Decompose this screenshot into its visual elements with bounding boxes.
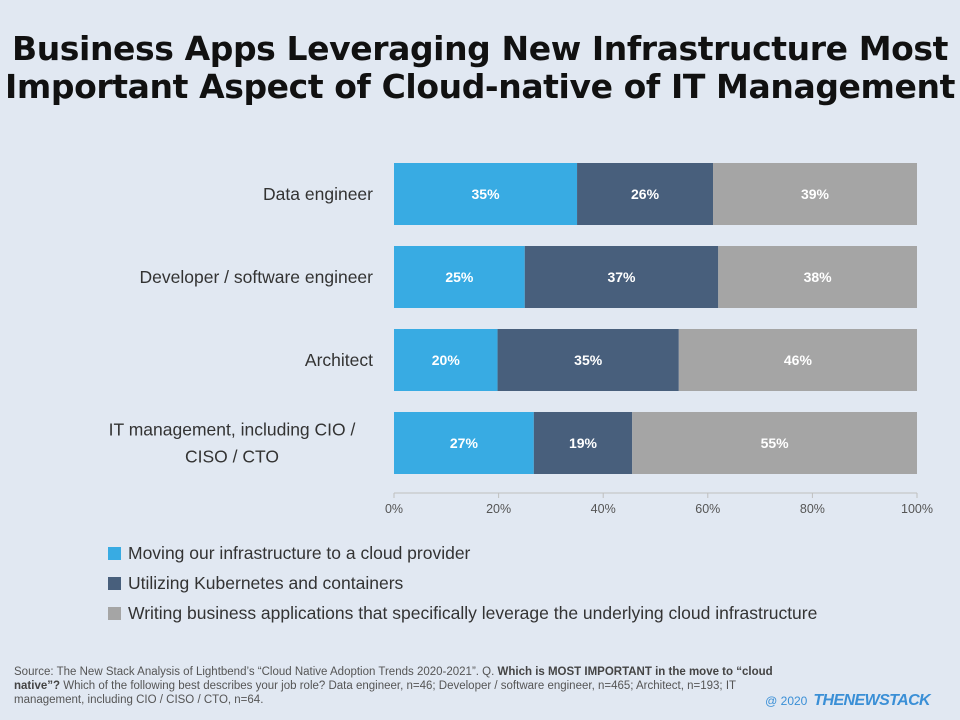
chart-title-line-1: Business Apps Leveraging New Infrastruct… (11, 29, 949, 68)
bar-segment (394, 329, 498, 391)
bar-segment (533, 412, 633, 474)
bar-segment (394, 163, 578, 225)
legend-swatch (108, 606, 121, 620)
data-label: 46% (784, 352, 813, 368)
bar-segment (394, 412, 534, 474)
category-label: Architect (305, 350, 373, 370)
data-label: 25% (445, 269, 474, 285)
source-note-question: Which is MOST IMPORTANT in the move to “… (14, 666, 773, 692)
legend-swatch (108, 576, 121, 590)
data-label: 35% (574, 352, 603, 368)
data-label: 19% (569, 435, 598, 451)
bar-segment (632, 412, 917, 474)
legend-item: Moving our infrastructure to a cloud pro… (108, 538, 817, 568)
bar-segment (524, 246, 719, 308)
category-label: Developer / software engineer (140, 267, 374, 287)
data-label: 55% (761, 435, 790, 451)
source-note: Source: The New Stack Analysis of Lightb… (14, 665, 804, 707)
x-tick-label: 0% (385, 502, 403, 516)
x-tick-label: 100% (901, 502, 933, 516)
source-note-prefix: Source: The New Stack Analysis of Lightb… (14, 666, 498, 678)
data-label: 39% (801, 186, 830, 202)
legend-label: Writing business applications that speci… (128, 602, 818, 623)
legend-label: Moving our infrastructure to a cloud pro… (128, 542, 471, 563)
bar-segment (497, 329, 679, 391)
bar-segment (718, 246, 917, 308)
data-label: 35% (472, 186, 501, 202)
bar-segment (577, 163, 714, 225)
category-label: CISO / CTO (185, 447, 279, 467)
x-tick-label: 80% (800, 502, 825, 516)
bar-segment (394, 246, 525, 308)
brand-logo: THENEWSTACK (813, 692, 930, 709)
category-label: IT management, including CIO / (109, 420, 356, 440)
data-label: 38% (804, 269, 833, 285)
data-label: 26% (631, 186, 660, 202)
data-label: 20% (432, 352, 461, 368)
source-note-suffix: Which of the following best describes yo… (14, 680, 736, 706)
legend-item: Writing business applications that speci… (108, 598, 817, 628)
legend: Moving our infrastructure to a cloud pro… (108, 538, 817, 628)
brand: @ 2020 THENEWSTACK (765, 692, 930, 710)
legend-swatch (108, 546, 121, 560)
copyright-text: @ 2020 (765, 694, 808, 708)
data-label: 37% (607, 269, 636, 285)
bar-segment (713, 163, 917, 225)
stacked-bar-chart: Data engineer 35% 26% 39% Developer / softwa… (109, 163, 933, 516)
x-tick-label: 20% (486, 502, 511, 516)
data-label: 27% (450, 435, 479, 451)
legend-label: Utilizing Kubernetes and containers (128, 572, 404, 593)
category-label: Data engineer (263, 184, 373, 204)
bar-segment (678, 329, 917, 391)
chart-title: Business Apps Leveraging New Infrastruct… (0, 30, 960, 106)
x-tick-label: 40% (591, 502, 616, 516)
chart-title-line-2: Important Aspect of Cloud-native of IT M… (5, 67, 955, 106)
x-tick-label: 60% (695, 502, 720, 516)
legend-item: Utilizing Kubernetes and containers (108, 568, 817, 598)
